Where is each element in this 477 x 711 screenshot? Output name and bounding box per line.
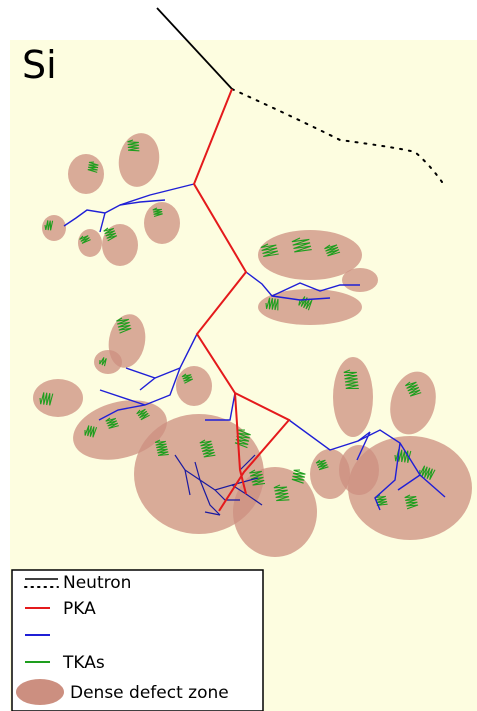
tka-track-segment xyxy=(260,243,279,258)
pka-track xyxy=(192,88,291,512)
dense-defect-zone xyxy=(233,467,317,557)
dense-core-track-segment xyxy=(239,454,256,471)
dense-defect-zone xyxy=(390,371,436,435)
dense-core-track-segment xyxy=(199,479,221,516)
legend-pka-label: PKA xyxy=(63,599,96,619)
ska-track-segment xyxy=(205,392,236,421)
ska-track-segment xyxy=(288,419,371,451)
dense-core-track-segment xyxy=(194,461,201,481)
tka-track-segment xyxy=(418,465,436,480)
tka-track-segment xyxy=(265,297,279,311)
tka-track-segment xyxy=(273,484,290,502)
dense-defect-zone xyxy=(144,202,180,244)
ska-track-segment xyxy=(99,389,146,406)
tka-track-segment xyxy=(374,494,388,506)
tka-track-segment xyxy=(291,237,312,253)
tka-track-segment xyxy=(315,459,329,471)
neutron-scattered-line xyxy=(231,88,443,183)
tka-tracks xyxy=(39,139,436,510)
tka-track-segment xyxy=(87,161,99,173)
dense-defect-zone xyxy=(342,268,378,292)
dense-core-track-segment xyxy=(204,511,221,516)
tka-track-segment xyxy=(127,139,140,152)
dense-defect-zone xyxy=(94,350,122,374)
tka-track-segment xyxy=(39,392,54,406)
pka-branch xyxy=(234,392,247,495)
ska-track-segment xyxy=(99,212,106,233)
tka-track-segment xyxy=(154,439,169,457)
tka-track-segment xyxy=(404,494,419,510)
dense-defect-zone xyxy=(33,379,83,417)
dense-defect-zone xyxy=(333,357,373,437)
legend-tka-label: TKAs xyxy=(62,653,105,673)
legend-zone-label: Dense defect zone xyxy=(70,683,229,703)
ska-track-segment xyxy=(397,474,421,491)
dense-defect-zone xyxy=(118,133,160,187)
tka-track-segment xyxy=(79,235,91,244)
ska-track-segment xyxy=(271,295,331,301)
legend: Neutron PKA TKAs Dense defect zone xyxy=(11,569,264,711)
tka-track-segment xyxy=(103,227,118,242)
dense-core-track-segment xyxy=(184,469,191,496)
legend-zone-swatch xyxy=(16,679,64,705)
ska-track-segment xyxy=(245,271,360,297)
ska-track-segment xyxy=(139,377,156,391)
neutron-incoming-line xyxy=(156,7,233,90)
tka-track-segment xyxy=(405,381,422,397)
ska-track-segment xyxy=(356,431,371,461)
tka-track-segment xyxy=(116,317,132,334)
tka-track-segment xyxy=(181,373,194,384)
dense-defect-zone xyxy=(68,154,104,194)
dense-defect-zones xyxy=(33,133,472,557)
tka-track-segment xyxy=(84,425,98,438)
dense-defect-zone xyxy=(348,436,472,540)
tka-track-segment xyxy=(152,207,163,218)
ska-track-segment xyxy=(125,333,198,379)
dense-defect-zone xyxy=(176,366,212,406)
tka-track-segment xyxy=(234,429,251,449)
dense-defect-zone xyxy=(258,230,362,280)
tka-track-segment xyxy=(291,469,306,484)
tka-track-segment xyxy=(105,417,119,429)
dense-defect-zone xyxy=(78,229,102,257)
tka-track-segment xyxy=(249,469,266,486)
tka-track-segment xyxy=(44,220,54,231)
ska-tracks xyxy=(63,183,446,511)
tka-track-segment xyxy=(136,408,150,421)
ska-track-segment xyxy=(119,199,166,206)
tka-track-segment xyxy=(343,369,359,389)
tka-track-segment xyxy=(199,439,216,458)
tka-track-segment xyxy=(99,357,107,367)
legend-neutron-label: Neutron xyxy=(63,573,131,593)
tka-track-segment xyxy=(298,296,313,311)
tka-track-segment xyxy=(324,244,341,257)
dense-core-track-segment xyxy=(245,493,263,506)
panel-label: Si xyxy=(22,43,57,87)
neutron-path xyxy=(156,7,443,183)
ska-track-segment xyxy=(374,442,401,511)
dense-defect-zone xyxy=(134,414,264,534)
